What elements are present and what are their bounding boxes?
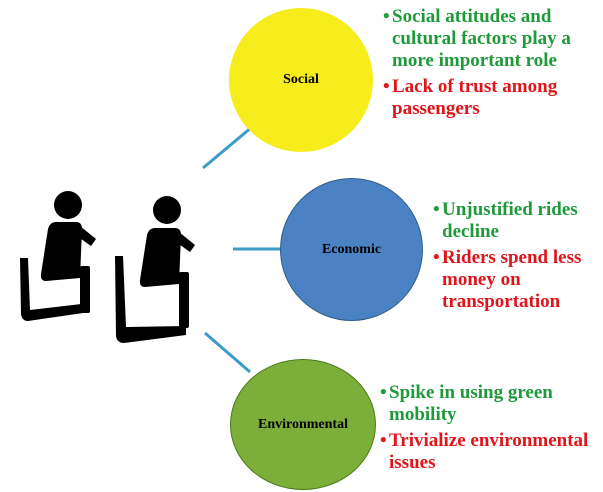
economic-positive-point: Unjustified rides decline [433, 199, 599, 243]
connector-environmental [204, 331, 251, 374]
economic-negative-point: Riders spend less money on transportatio… [433, 247, 599, 313]
economic-circle: Economic [280, 178, 423, 321]
connector-social [202, 125, 253, 170]
environmental-label: Environmental [258, 416, 348, 432]
passenger-left-icon [20, 191, 96, 321]
social-label: Social [283, 72, 319, 87]
social-negative-point: Lack of trust among passengers [383, 76, 598, 120]
environmental-negative-point: Trivialize environmental issues [380, 430, 602, 474]
environmental-points: Spike in using green mobility Trivialize… [380, 382, 602, 474]
economic-label: Economic [321, 241, 382, 257]
passenger-right-icon [115, 196, 195, 343]
social-points: Social attitudes and cultural factors pl… [383, 6, 598, 120]
environmental-circle: Environmental [230, 359, 376, 490]
social-circle: Social [229, 8, 373, 152]
economic-points: Unjustified rides decline Riders spend l… [433, 199, 599, 313]
social-positive-point: Social attitudes and cultural factors pl… [383, 6, 598, 72]
environmental-positive-point: Spike in using green mobility [380, 382, 602, 426]
